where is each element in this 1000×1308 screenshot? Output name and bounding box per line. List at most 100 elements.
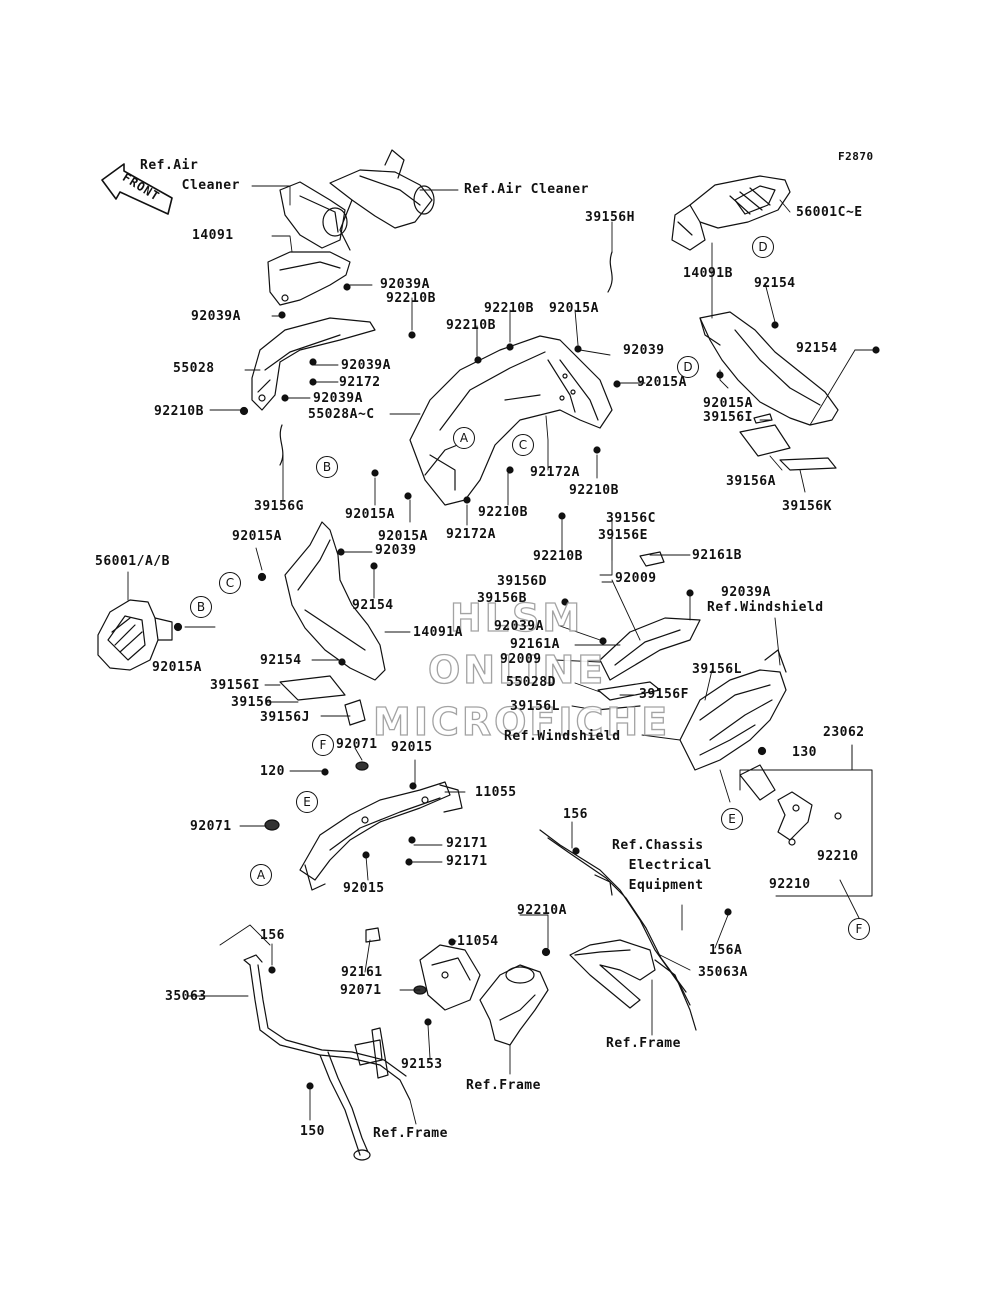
part-label-92161a[interactable]: 92161A (510, 637, 560, 652)
part-label-92210b-3[interactable]: 92210B (446, 318, 496, 333)
part-label-92154-4[interactable]: 92154 (260, 653, 302, 668)
part-label-92071-3[interactable]: 92071 (340, 983, 382, 998)
part-label-92154-2[interactable]: 92154 (796, 341, 838, 356)
callout-a-lower[interactable]: A (250, 864, 272, 886)
callout-e-right[interactable]: E (721, 808, 743, 830)
part-label-14091b[interactable]: 14091B (683, 266, 733, 281)
callout-c-upper[interactable]: C (512, 434, 534, 456)
part-label-150[interactable]: 150 (300, 1124, 325, 1139)
part-label-92172-1[interactable]: 92172 (339, 375, 381, 390)
ref-air-cleaner-right-label[interactable]: Ref.Air Cleaner (464, 182, 589, 197)
part-label-55028d[interactable]: 55028D (506, 675, 556, 690)
part-label-39156e[interactable]: 39156E (598, 528, 648, 543)
callout-f-left[interactable]: F (312, 734, 334, 756)
part-label-92161[interactable]: 92161 (341, 965, 383, 980)
part-label-92039a-2[interactable]: 92039A (191, 309, 241, 324)
callout-e-left[interactable]: E (296, 791, 318, 813)
part-label-14091[interactable]: 14091 (192, 228, 234, 243)
part-label-39156c[interactable]: 39156C (606, 511, 656, 526)
part-label-92039a-1[interactable]: 92039A (380, 277, 430, 292)
part-label-120[interactable]: 120 (260, 764, 285, 779)
part-label-92015a-7[interactable]: 92015A (152, 660, 202, 675)
part-label-92039a-4[interactable]: 92039A (313, 391, 363, 406)
part-label-92071-2[interactable]: 92071 (190, 819, 232, 834)
part-label-92015-1[interactable]: 92015 (391, 740, 433, 755)
part-label-39156l-1[interactable]: 39156L (692, 662, 742, 677)
part-label-56001c-e[interactable]: 56001C~E (796, 205, 863, 220)
part-label-39156h[interactable]: 39156H (585, 210, 635, 225)
part-label-92009-2[interactable]: 92009 (500, 652, 542, 667)
part-label-39156i-1[interactable]: 39156I (703, 410, 753, 425)
part-label-92039a-3[interactable]: 92039A (341, 358, 391, 373)
ref-air-cleaner-left-label[interactable]: Ref.Air Cleaner (140, 158, 240, 193)
callout-d-lower[interactable]: D (677, 356, 699, 378)
part-label-92210b-2[interactable]: 92210B (484, 301, 534, 316)
part-label-11055[interactable]: 11055 (475, 785, 517, 800)
part-label-92210b-4[interactable]: 92210B (154, 404, 204, 419)
part-label-55028a-c[interactable]: 55028A~C (308, 407, 375, 422)
part-label-92210-1[interactable]: 92210 (817, 849, 859, 864)
part-label-92210b-1[interactable]: 92210B (386, 291, 436, 306)
ref-windshield-label-1[interactable]: Ref.Windshield (707, 600, 824, 615)
ref-frame-label-1[interactable]: Ref.Frame (606, 1036, 681, 1051)
part-label-92015a-5[interactable]: 92015A (378, 529, 428, 544)
part-label-156-1[interactable]: 156 (563, 807, 588, 822)
part-label-14091a[interactable]: 14091A (413, 625, 463, 640)
part-label-92210b-7[interactable]: 92210B (533, 549, 583, 564)
callout-d-upper[interactable]: D (752, 236, 774, 258)
ref-windshield-label-2[interactable]: Ref.Windshield (504, 729, 621, 744)
part-label-92171-2[interactable]: 92171 (446, 854, 488, 869)
part-label-92015-2[interactable]: 92015 (343, 881, 385, 896)
ref-chassis-electrical-label[interactable]: Ref.Chassis Electrical Equipment (612, 838, 712, 893)
ref-frame-label-2[interactable]: Ref.Frame (466, 1078, 541, 1093)
callout-b-upper[interactable]: B (316, 456, 338, 478)
part-label-39156[interactable]: 39156 (231, 695, 273, 710)
part-label-92009-1[interactable]: 92009 (615, 571, 657, 586)
part-label-92015a-4[interactable]: 92015A (345, 507, 395, 522)
part-label-92153[interactable]: 92153 (401, 1057, 443, 1072)
part-label-92210-2[interactable]: 92210 (769, 877, 811, 892)
part-label-92071-1[interactable]: 92071 (336, 737, 378, 752)
part-label-35063[interactable]: 35063 (165, 989, 207, 1004)
part-label-92015a-6[interactable]: 92015A (232, 529, 282, 544)
part-label-92171-1[interactable]: 92171 (446, 836, 488, 851)
part-label-156a[interactable]: 156A (709, 943, 743, 958)
part-label-39156a[interactable]: 39156A (726, 474, 776, 489)
callout-f-right[interactable]: F (848, 918, 870, 940)
part-label-23062[interactable]: 23062 (823, 725, 865, 740)
part-label-130[interactable]: 130 (792, 745, 817, 760)
part-label-39156b[interactable]: 39156B (477, 591, 527, 606)
part-label-55028[interactable]: 55028 (173, 361, 215, 376)
part-label-39156i-2[interactable]: 39156I (210, 678, 260, 693)
callout-c-lower[interactable]: C (219, 572, 241, 594)
part-label-39156d[interactable]: 39156D (497, 574, 547, 589)
part-label-39156f[interactable]: 39156F (639, 687, 689, 702)
part-label-92161b[interactable]: 92161B (692, 548, 742, 563)
part-label-92210b-6[interactable]: 92210B (478, 505, 528, 520)
part-label-92015a-2[interactable]: 92015A (637, 375, 687, 390)
part-label-39156l-2[interactable]: 39156L (510, 699, 560, 714)
part-label-92210a[interactable]: 92210A (517, 903, 567, 918)
ref-frame-label-3[interactable]: Ref.Frame (373, 1126, 448, 1141)
part-label-92172a-2[interactable]: 92172A (446, 527, 496, 542)
part-label-92039a-5[interactable]: 92039A (721, 585, 771, 600)
part-label-92039-1[interactable]: 92039 (623, 343, 665, 358)
part-label-39156j[interactable]: 39156J (260, 710, 310, 725)
part-label-156-2[interactable]: 156 (260, 928, 285, 943)
callout-b-lower[interactable]: B (190, 596, 212, 618)
part-label-39156k[interactable]: 39156K (782, 499, 832, 514)
part-label-56001-a-b[interactable]: 56001/A/B (95, 554, 170, 569)
part-label-35063a[interactable]: 35063A (698, 965, 748, 980)
fairing-bracket-55028 (251, 317, 376, 411)
part-label-92172a-1[interactable]: 92172A (530, 465, 580, 480)
part-label-92154-3[interactable]: 92154 (352, 598, 394, 613)
part-label-11054[interactable]: 11054 (457, 934, 499, 949)
part-label-92039a-6[interactable]: 92039A (494, 619, 544, 634)
callout-a-upper[interactable]: A (453, 427, 475, 449)
part-label-39156g[interactable]: 39156G (254, 499, 304, 514)
part-label-92210b-5[interactable]: 92210B (569, 483, 619, 498)
part-label-92015a-1[interactable]: 92015A (549, 301, 599, 316)
part-label-92154-1[interactable]: 92154 (754, 276, 796, 291)
part-label-92039-2[interactable]: 92039 (375, 543, 417, 558)
part-label-92015a-3[interactable]: 92015A (703, 396, 753, 411)
